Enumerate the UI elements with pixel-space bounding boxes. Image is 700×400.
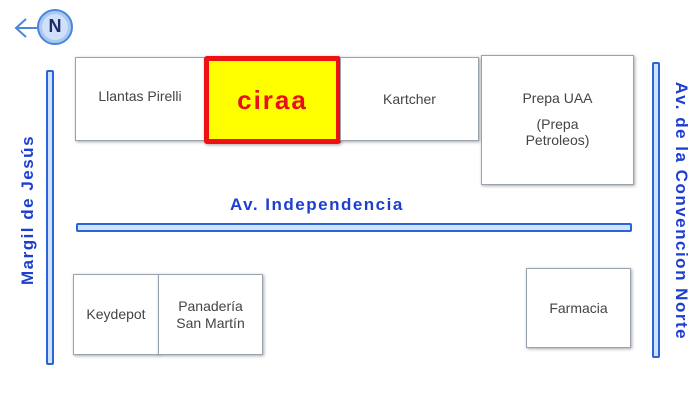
north-label: N bbox=[48, 16, 62, 37]
prepa-petroleos-label: (Prepa Petroleos) bbox=[525, 116, 590, 149]
kartcher-label: Kartcher bbox=[383, 90, 436, 107]
block-prepa-uaa: Prepa UAA (Prepa Petroleos) bbox=[481, 55, 634, 185]
prepa-uaa-label: Prepa UAA bbox=[522, 90, 593, 106]
ciraa-highlight: ciraa bbox=[204, 56, 341, 144]
block-panaderia-san-martin: Panadería San Martín bbox=[158, 274, 263, 355]
panaderia-label: Panadería San Martín bbox=[176, 298, 245, 331]
ciraa-label: ciraa bbox=[237, 84, 308, 115]
street-label-convencion: Av. de la Convencion Norte bbox=[672, 81, 691, 341]
north-arrow-icon bbox=[14, 9, 73, 45]
block-keydepot: Keydepot bbox=[73, 274, 159, 355]
street-label-margil: Margil de Jesús bbox=[18, 134, 37, 286]
street-label-independencia: Av. Independencia bbox=[230, 195, 404, 214]
keydepot-label: Keydepot bbox=[86, 306, 146, 323]
north-indicator: N bbox=[12, 8, 78, 48]
llantas-pirelli-label: Llantas Pirelli bbox=[98, 87, 182, 104]
street-av-independencia bbox=[76, 223, 632, 232]
street-av-convencion-norte bbox=[652, 62, 660, 358]
farmacia-label: Farmacia bbox=[549, 299, 608, 316]
block-llantas-pirelli: Llantas Pirelli bbox=[75, 57, 205, 141]
block-kartcher: Kartcher bbox=[340, 57, 479, 141]
street-margil-de-jesus bbox=[46, 70, 54, 365]
block-farmacia: Farmacia bbox=[526, 268, 631, 348]
